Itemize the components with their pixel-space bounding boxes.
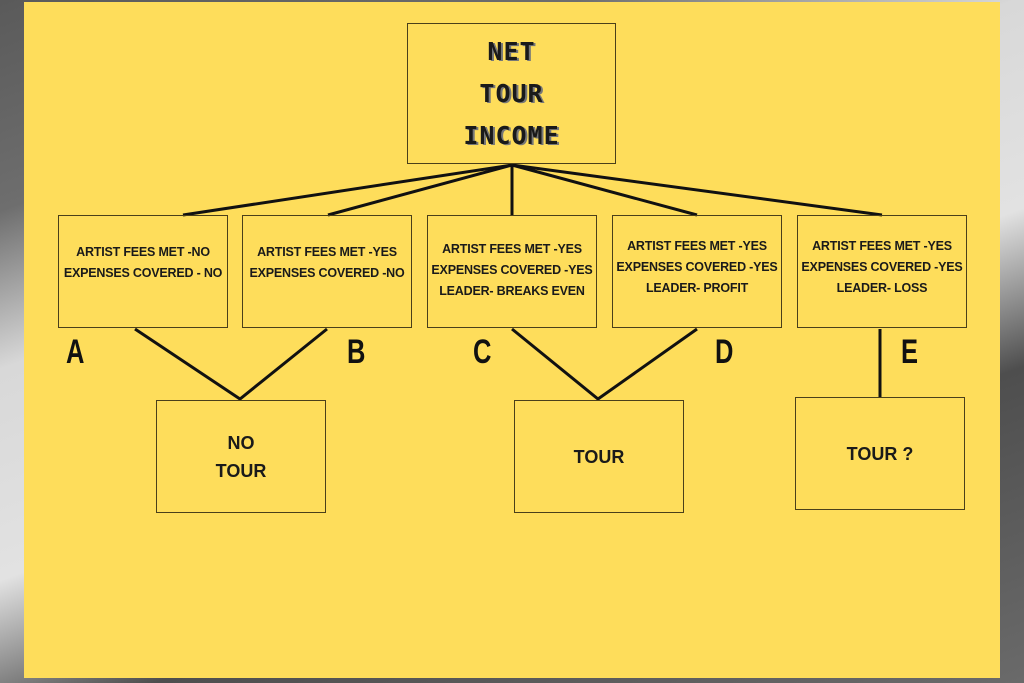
scenario-line: ARTIST FEES MET -YES [812, 239, 952, 253]
scenario-box-d: ARTIST FEES MET -YES EXPENSES COVERED -Y… [612, 215, 782, 328]
scenario-line: LEADER- LOSS [836, 281, 928, 295]
scenario-letter-b: B [347, 333, 366, 371]
connector-root-d [511, 163, 698, 217]
scenario-line: EXPENSES COVERED -NO [249, 266, 405, 280]
outcome-line: NO [227, 432, 255, 453]
diagram-panel [24, 2, 1000, 678]
scenario-letter-e: E [901, 333, 919, 371]
scenario-line: ARTIST FEES MET -YES [257, 245, 397, 259]
scenario-line: ARTIST FEES MET -YES [627, 239, 767, 253]
connector-ab-no-tour [134, 327, 328, 401]
scenario-letter-d: D [715, 333, 734, 371]
outcome-tour-question: TOUR ? [795, 397, 965, 510]
outcome-no-tour: NO TOUR [156, 400, 326, 513]
scenario-line: EXPENSES COVERED -YES [616, 260, 778, 274]
scenario-letter-a: A [66, 333, 85, 371]
root-line: TOUR [479, 78, 544, 108]
scenario-line: EXPENSES COVERED -YES [801, 260, 963, 274]
scenario-letter-c: C [473, 333, 492, 371]
root-net-tour-income: NET TOUR INCOME [407, 23, 616, 164]
outcome-line: TOUR [215, 460, 267, 481]
connector-root-e [511, 163, 883, 217]
connector-cd-tour [511, 327, 698, 401]
scenario-line: ARTIST FEES MET -NO [76, 245, 210, 259]
scenario-box-b: ARTIST FEES MET -YES EXPENSES COVERED -N… [242, 215, 412, 328]
connector-root-b [327, 163, 513, 217]
connector-root-a [182, 163, 513, 217]
scenario-box-c: ARTIST FEES MET -YES EXPENSES COVERED -Y… [427, 215, 597, 328]
outcome-line: TOUR ? [846, 443, 914, 464]
scenario-line: LEADER- PROFIT [645, 281, 749, 295]
outcome-tour: TOUR [514, 400, 684, 513]
scenario-line: EXPENSES COVERED -YES [431, 263, 593, 277]
scenario-line: LEADER- BREAKS EVEN [439, 284, 585, 298]
outcome-line: TOUR [573, 446, 625, 467]
root-line: NET [487, 36, 536, 66]
scenario-line: ARTIST FEES MET -YES [442, 242, 582, 256]
scenario-line: EXPENSES COVERED - NO [63, 266, 223, 280]
scenario-box-a: ARTIST FEES MET -NO EXPENSES COVERED - N… [58, 215, 228, 328]
scenario-box-e: ARTIST FEES MET -YES EXPENSES COVERED -Y… [797, 215, 967, 328]
root-line: INCOME [463, 120, 560, 150]
